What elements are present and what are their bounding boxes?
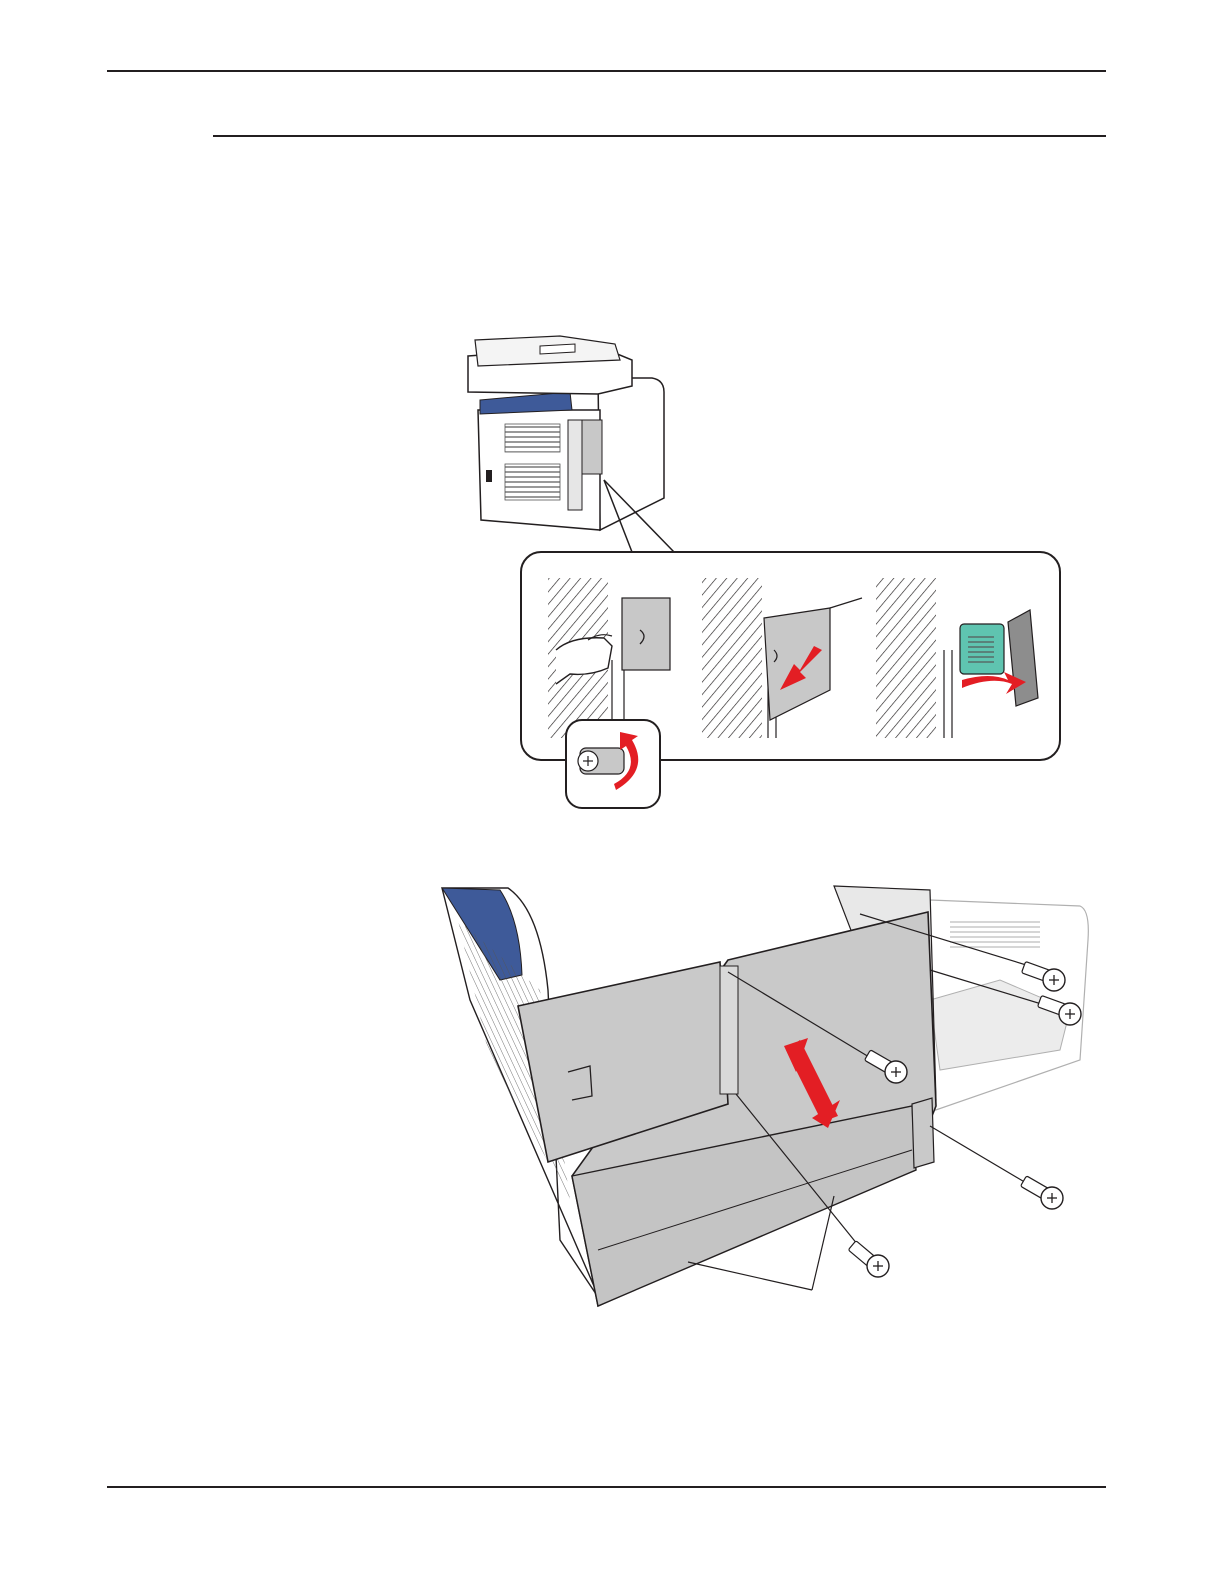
- screw-icon: [1020, 1176, 1063, 1209]
- printer-rear-figure: [468, 336, 674, 552]
- rear-vent-lower: [505, 464, 560, 500]
- rear-cover: [582, 420, 602, 474]
- thumbscrew-inset: [566, 720, 660, 808]
- power-inlet-icon: [486, 470, 492, 482]
- detail-callout-panel: [521, 552, 1060, 808]
- rear-vent-upper: [505, 424, 560, 452]
- side-cover-figure: [442, 886, 1088, 1306]
- screw-icon: [848, 1241, 889, 1277]
